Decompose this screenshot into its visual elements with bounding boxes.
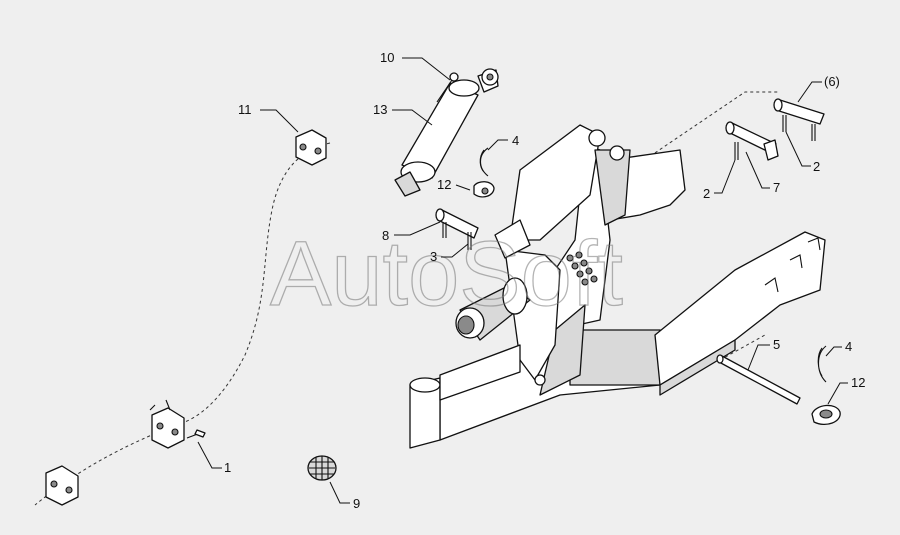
callout-11: 11 bbox=[238, 102, 252, 117]
hydraulic-cylinder bbox=[394, 68, 499, 197]
spring-clip-4-lower bbox=[817, 345, 827, 383]
callout-2-left: 2 bbox=[703, 186, 710, 201]
pin-axis-dashed bbox=[719, 334, 766, 361]
pivot-pin-8 bbox=[435, 208, 479, 239]
hose-clamp-lower bbox=[45, 465, 79, 506]
lynch-pin-12-lower bbox=[811, 404, 841, 426]
callout-5: 5 bbox=[773, 337, 780, 352]
callout-4-lower: 4 bbox=[845, 339, 852, 354]
long-pin-5 bbox=[716, 354, 801, 405]
tower-holes bbox=[566, 251, 598, 286]
hose-clamp-middle bbox=[149, 399, 185, 449]
main-frame bbox=[409, 124, 826, 449]
callout-12-upper: 12 bbox=[437, 177, 451, 192]
pin-7 bbox=[725, 121, 779, 161]
callout-3: 3 bbox=[430, 249, 437, 264]
callout-13: 13 bbox=[373, 102, 387, 117]
hose-route-dashed bbox=[34, 142, 331, 506]
callout-2-right: 2 bbox=[813, 159, 820, 174]
spring-clip-4-upper bbox=[479, 147, 489, 177]
callout-10: 10 bbox=[380, 50, 394, 65]
callout-6: (6) bbox=[824, 74, 840, 89]
frame-outline-dashed bbox=[639, 91, 778, 164]
callout-12-lower: 12 bbox=[851, 375, 865, 390]
callout-4-upper: 4 bbox=[512, 133, 519, 148]
watermark: AutoSoft bbox=[270, 223, 623, 325]
callout-8: 8 bbox=[382, 228, 389, 243]
grease-nipple bbox=[436, 72, 459, 103]
callout-1: 1 bbox=[224, 460, 231, 475]
hose-clamp-upper bbox=[295, 129, 327, 166]
frame-spigot bbox=[455, 277, 531, 341]
lynch-pin-12-upper bbox=[473, 181, 495, 198]
callout-7: 7 bbox=[773, 180, 780, 195]
callout-9: 9 bbox=[353, 496, 360, 511]
mesh-filter-9 bbox=[307, 455, 337, 481]
leader-lines bbox=[197, 57, 848, 504]
pin-6 bbox=[773, 98, 825, 141]
split-pin-3 bbox=[442, 222, 472, 250]
clamp-bolt bbox=[186, 429, 206, 439]
callout-labels: 10 13 11 4 12 8 3 (6) 2 2 7 5 4 12 1 9 bbox=[224, 50, 865, 511]
